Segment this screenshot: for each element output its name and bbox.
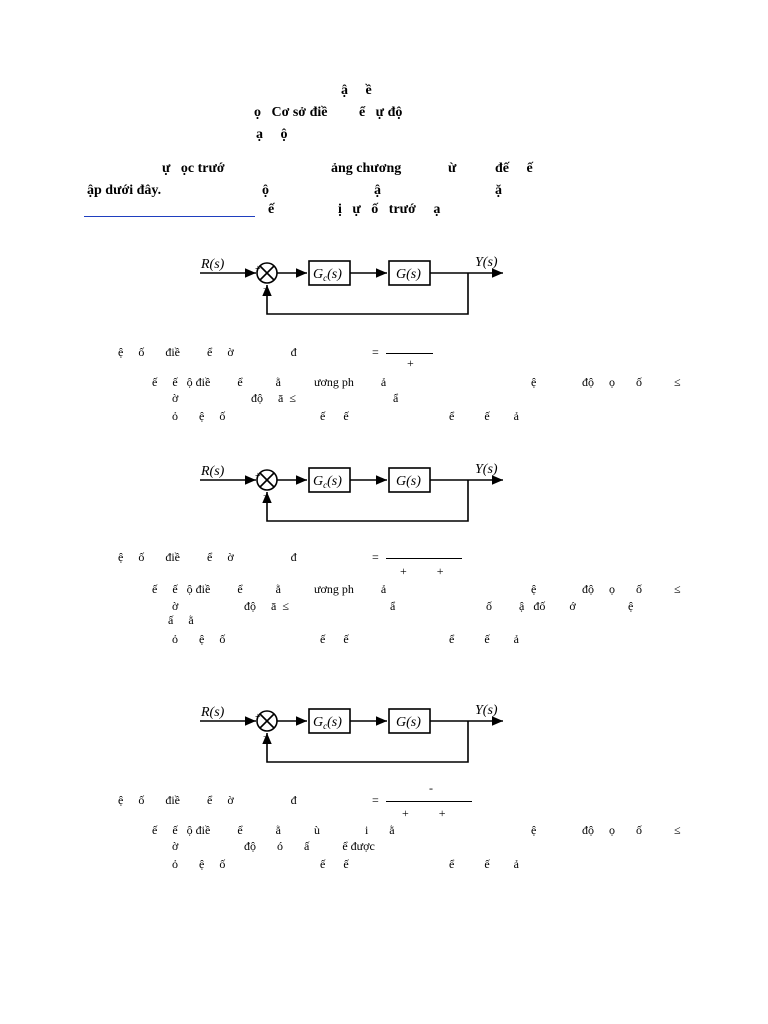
body-text-s3-l1-c2: ệ	[531, 823, 537, 837]
block-diagram-3: R(s) Y(s) Gc(s) G(s) +−	[200, 703, 503, 763]
fraction-bar-2	[386, 558, 462, 559]
body-text-s2-l4-c2: ế ế	[320, 632, 349, 646]
body-text-s3-l3-c3: ể ế ả	[449, 857, 519, 871]
denominator-1: +	[407, 356, 414, 370]
intro-line-3-b: ế	[268, 202, 275, 217]
body-text-s2-l2-c3: ẩ	[390, 599, 396, 613]
block-diagram-1: R(s) Y(s) Gc(s) G(s) +−	[200, 255, 503, 315]
numerator-3: -	[429, 781, 433, 795]
input-label: R(s)	[200, 705, 225, 720]
body-text-s2-l2-c5: ệ	[628, 599, 634, 613]
denominator-3: + +	[402, 806, 446, 820]
minus-sign: −	[263, 732, 269, 743]
body-text-s1-l2-c3: ẩ	[393, 391, 399, 405]
equals-sign-1: =	[372, 345, 379, 359]
hyperlink-underline[interactable]	[84, 216, 255, 217]
body-text-s1-l3-c3: ể ế ả	[449, 409, 519, 423]
body-text-s2-l2-c1: ờ	[172, 599, 179, 613]
body-text-s2-l4-c1: ỏ ệ ố	[172, 632, 226, 646]
body-text-s1-l1-c3: độ ọ ố	[582, 375, 642, 389]
equation-label-3: ệ ố điề ể ờ đ	[118, 793, 297, 807]
controller-label: Gc(s)	[313, 715, 342, 731]
plus-sign: +	[255, 264, 261, 275]
intro-line-1-a: ự ọc trướ	[162, 161, 225, 176]
body-text-s2-l3-c1: ấ ằ	[168, 613, 194, 627]
body-text-s3-l2-c2: độ ó ấ ể được	[244, 839, 375, 853]
intro-line-2-b: ộ	[262, 183, 269, 198]
fraction-bar-1	[386, 353, 433, 354]
minus-sign: −	[263, 284, 269, 295]
output-label: Y(s)	[475, 255, 498, 270]
equation-label-2: ệ ố điề ể ờ đ	[118, 550, 297, 564]
body-text-s2-l1-c3: độ ọ ố	[582, 582, 642, 596]
plus-sign: +	[255, 712, 261, 723]
intro-line-2-c: ậ	[374, 183, 381, 198]
intro-line-3-c: ị ự ố trướ ạ	[338, 202, 441, 217]
body-text-s1-l2-c2: độ ā ≤	[251, 391, 296, 405]
body-text-s2-l4-c3: ể ế ả	[449, 632, 519, 646]
output-label: Y(s)	[475, 462, 498, 477]
intro-line-1-b: ảng chương	[331, 161, 402, 176]
feedback-path	[262, 721, 469, 763]
intro-line-2-a: ập dưới đây.	[87, 183, 162, 198]
body-text-s1-l1-c2: ệ	[531, 375, 537, 389]
block-diagram-2: R(s) Y(s) Gc(s) G(s) +−	[200, 462, 503, 522]
body-text-s3-l3-c1: ỏ ệ ố	[172, 857, 226, 871]
intro-line-1-d: đế ế	[495, 161, 533, 176]
body-text-s3-l3-c2: ế ế	[320, 857, 349, 871]
body-text-s3-l1-c4: ≤	[674, 823, 681, 837]
header-line-2: ọ Cơ sở điề ể ự độ	[254, 105, 403, 120]
feedback-path	[262, 273, 469, 315]
body-text-s1-l1-c1: ế ế ộ điề ể ằ ương ph ả	[152, 375, 387, 389]
intro-line-1-c: ừ	[448, 161, 457, 176]
equals-sign-3: =	[372, 793, 379, 807]
plant-label: G(s)	[396, 267, 421, 282]
body-text-s1-l3-c1: ỏ ệ ố	[172, 409, 226, 423]
summing-junction-cross-2	[259, 265, 275, 281]
feedback-path	[262, 480, 469, 522]
denominator-2: + +	[400, 564, 444, 578]
body-text-s3-l2-c1: ờ	[172, 839, 179, 853]
header-line-3: ạ ộ	[256, 127, 288, 142]
summing-junction-cross-2	[259, 472, 275, 488]
body-text-s2-l1-c1: ế ế ộ điề ể ằ ương ph ả	[152, 582, 387, 596]
plus-sign: +	[255, 471, 261, 482]
header-line-1: ậ ề	[341, 83, 372, 98]
body-text-s2-l2-c4: ố ậ đố ớ	[486, 599, 576, 613]
input-label: R(s)	[200, 257, 225, 272]
body-text-s3-l1-c3: độ ọ ố	[582, 823, 642, 837]
body-text-s1-l2-c1: ờ	[172, 391, 179, 405]
body-text-s2-l2-c2: độ ā ≤	[244, 599, 289, 613]
fraction-bar-3	[386, 801, 472, 802]
minus-sign: −	[263, 491, 269, 502]
plant-label: G(s)	[396, 715, 421, 730]
body-text-s3-l1-c1: ế ế ộ điề ể ằ ù i ằ	[152, 823, 395, 837]
equation-label-1: ệ ố điề ể ờ đ	[118, 345, 297, 359]
body-text-s2-l1-c2: ệ	[531, 582, 537, 596]
controller-label: Gc(s)	[313, 474, 342, 490]
summing-junction-cross-2	[259, 713, 275, 729]
controller-label: Gc(s)	[313, 267, 342, 283]
body-text-s1-l3-c2: ế ế	[320, 409, 349, 423]
body-text-s1-l1-c4: ≤	[674, 375, 681, 389]
intro-line-2-d: ặ	[495, 183, 502, 198]
body-text-s2-l1-c4: ≤	[674, 582, 681, 596]
plant-label: G(s)	[396, 474, 421, 489]
input-label: R(s)	[200, 464, 225, 479]
output-label: Y(s)	[475, 703, 498, 718]
equals-sign-2: =	[372, 550, 379, 564]
